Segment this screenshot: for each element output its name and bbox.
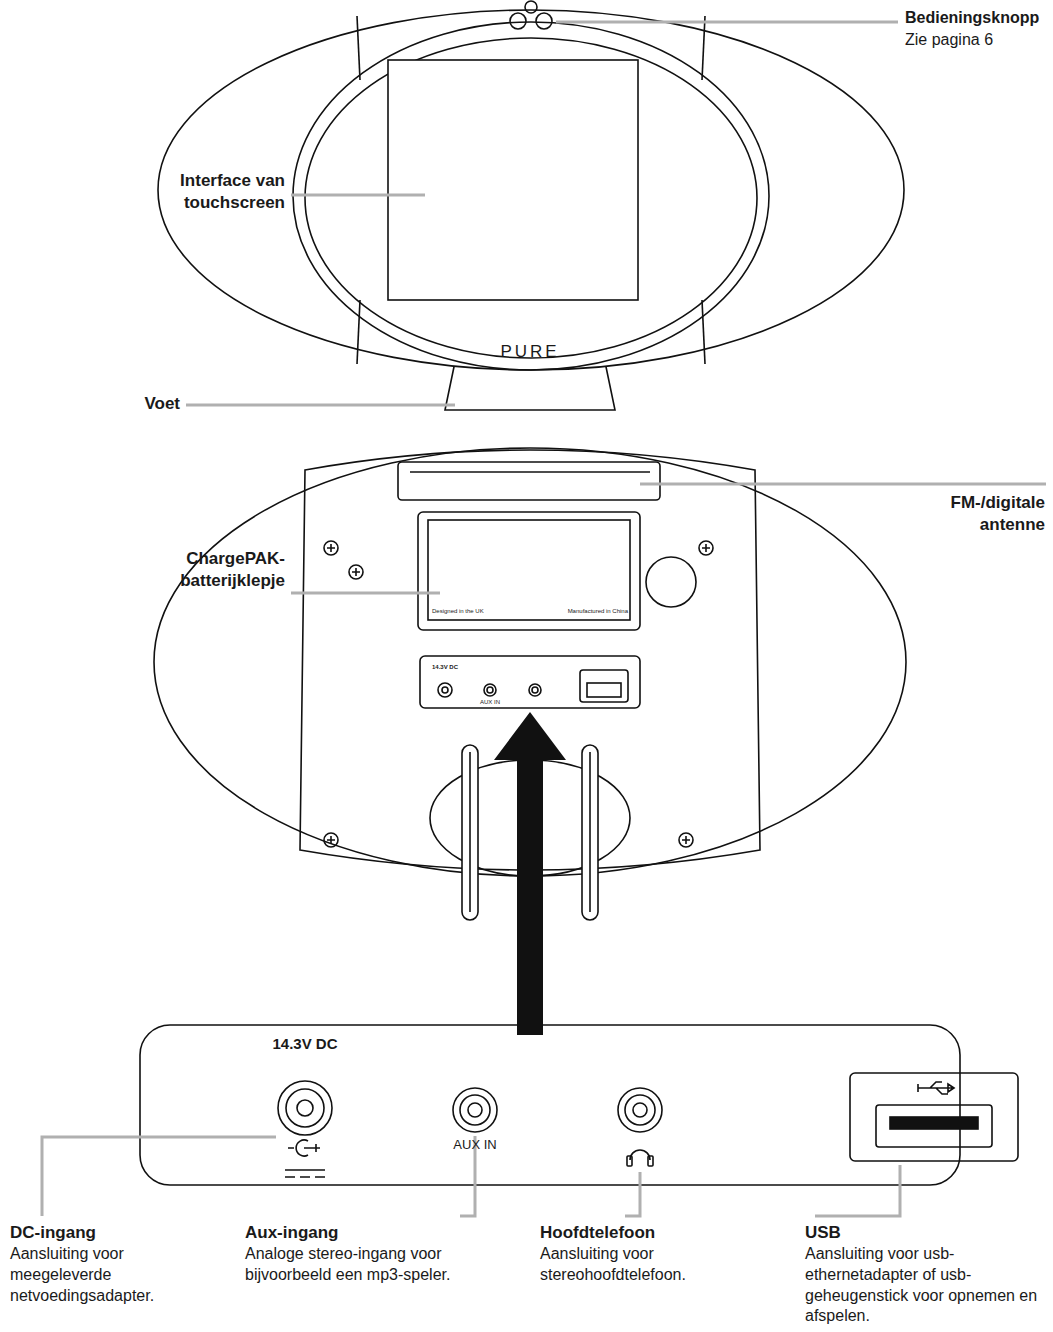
leader-lines [42, 22, 1046, 1216]
port-marking: AUX IN [435, 1137, 515, 1154]
callout-label: Interface van touchscreen [115, 170, 285, 214]
callout-heading: Bedieningsknopp [905, 8, 1050, 29]
callout-note: Zie pagina 6 [905, 30, 1050, 51]
usb-symbol [918, 1082, 954, 1094]
port-marking: 14.3V DC [425, 664, 465, 671]
button [536, 13, 552, 29]
callout-label: Voet [80, 393, 180, 415]
callout-text: Aansluiting voor stereohoofdtelefoon. [540, 1244, 740, 1286]
headphone-symbol [630, 1150, 650, 1160]
callout-label: ChargePAK-batterijklepje [130, 548, 285, 592]
bezel-ring-inner [305, 38, 757, 358]
port-panel [420, 656, 640, 708]
label-text: Manufactured in China [560, 608, 628, 615]
antenna [398, 462, 660, 500]
callout-heading: Hoofdtelefoon [540, 1222, 740, 1244]
touchscreen [388, 60, 638, 300]
label-text: Designed in the UK [432, 608, 522, 615]
port-marking: AUX IN [470, 699, 510, 706]
aux-jack [453, 1088, 497, 1132]
slot [582, 745, 598, 920]
button [510, 13, 526, 29]
callout-heading: DC-ingang [10, 1222, 210, 1244]
callout-heading: Aux-ingang [245, 1222, 460, 1244]
usb-port [850, 1073, 1018, 1161]
connector-panel [140, 1025, 960, 1185]
headphone-jack [618, 1088, 662, 1132]
callout-text: Analoge stereo-ingang voor bijvoorbeeld … [245, 1244, 460, 1286]
callout-label: FM-/digitale antenne [895, 492, 1045, 536]
speaker-port [646, 557, 696, 607]
dc-jack [278, 1081, 332, 1135]
arrow [494, 712, 566, 1035]
rating-label [428, 520, 630, 620]
battery-door [418, 512, 640, 630]
port-marking: 14.3V DC [245, 1034, 365, 1054]
callout-text: Aansluiting voor usb-ethernetadapter of … [805, 1244, 1045, 1327]
callout-text: Aansluiting voor meegeleverde netvoeding… [10, 1244, 210, 1306]
button [525, 1, 537, 13]
callout-heading: USB [805, 1222, 1045, 1244]
slot [462, 745, 478, 920]
brand-logo: PURE [470, 341, 590, 363]
